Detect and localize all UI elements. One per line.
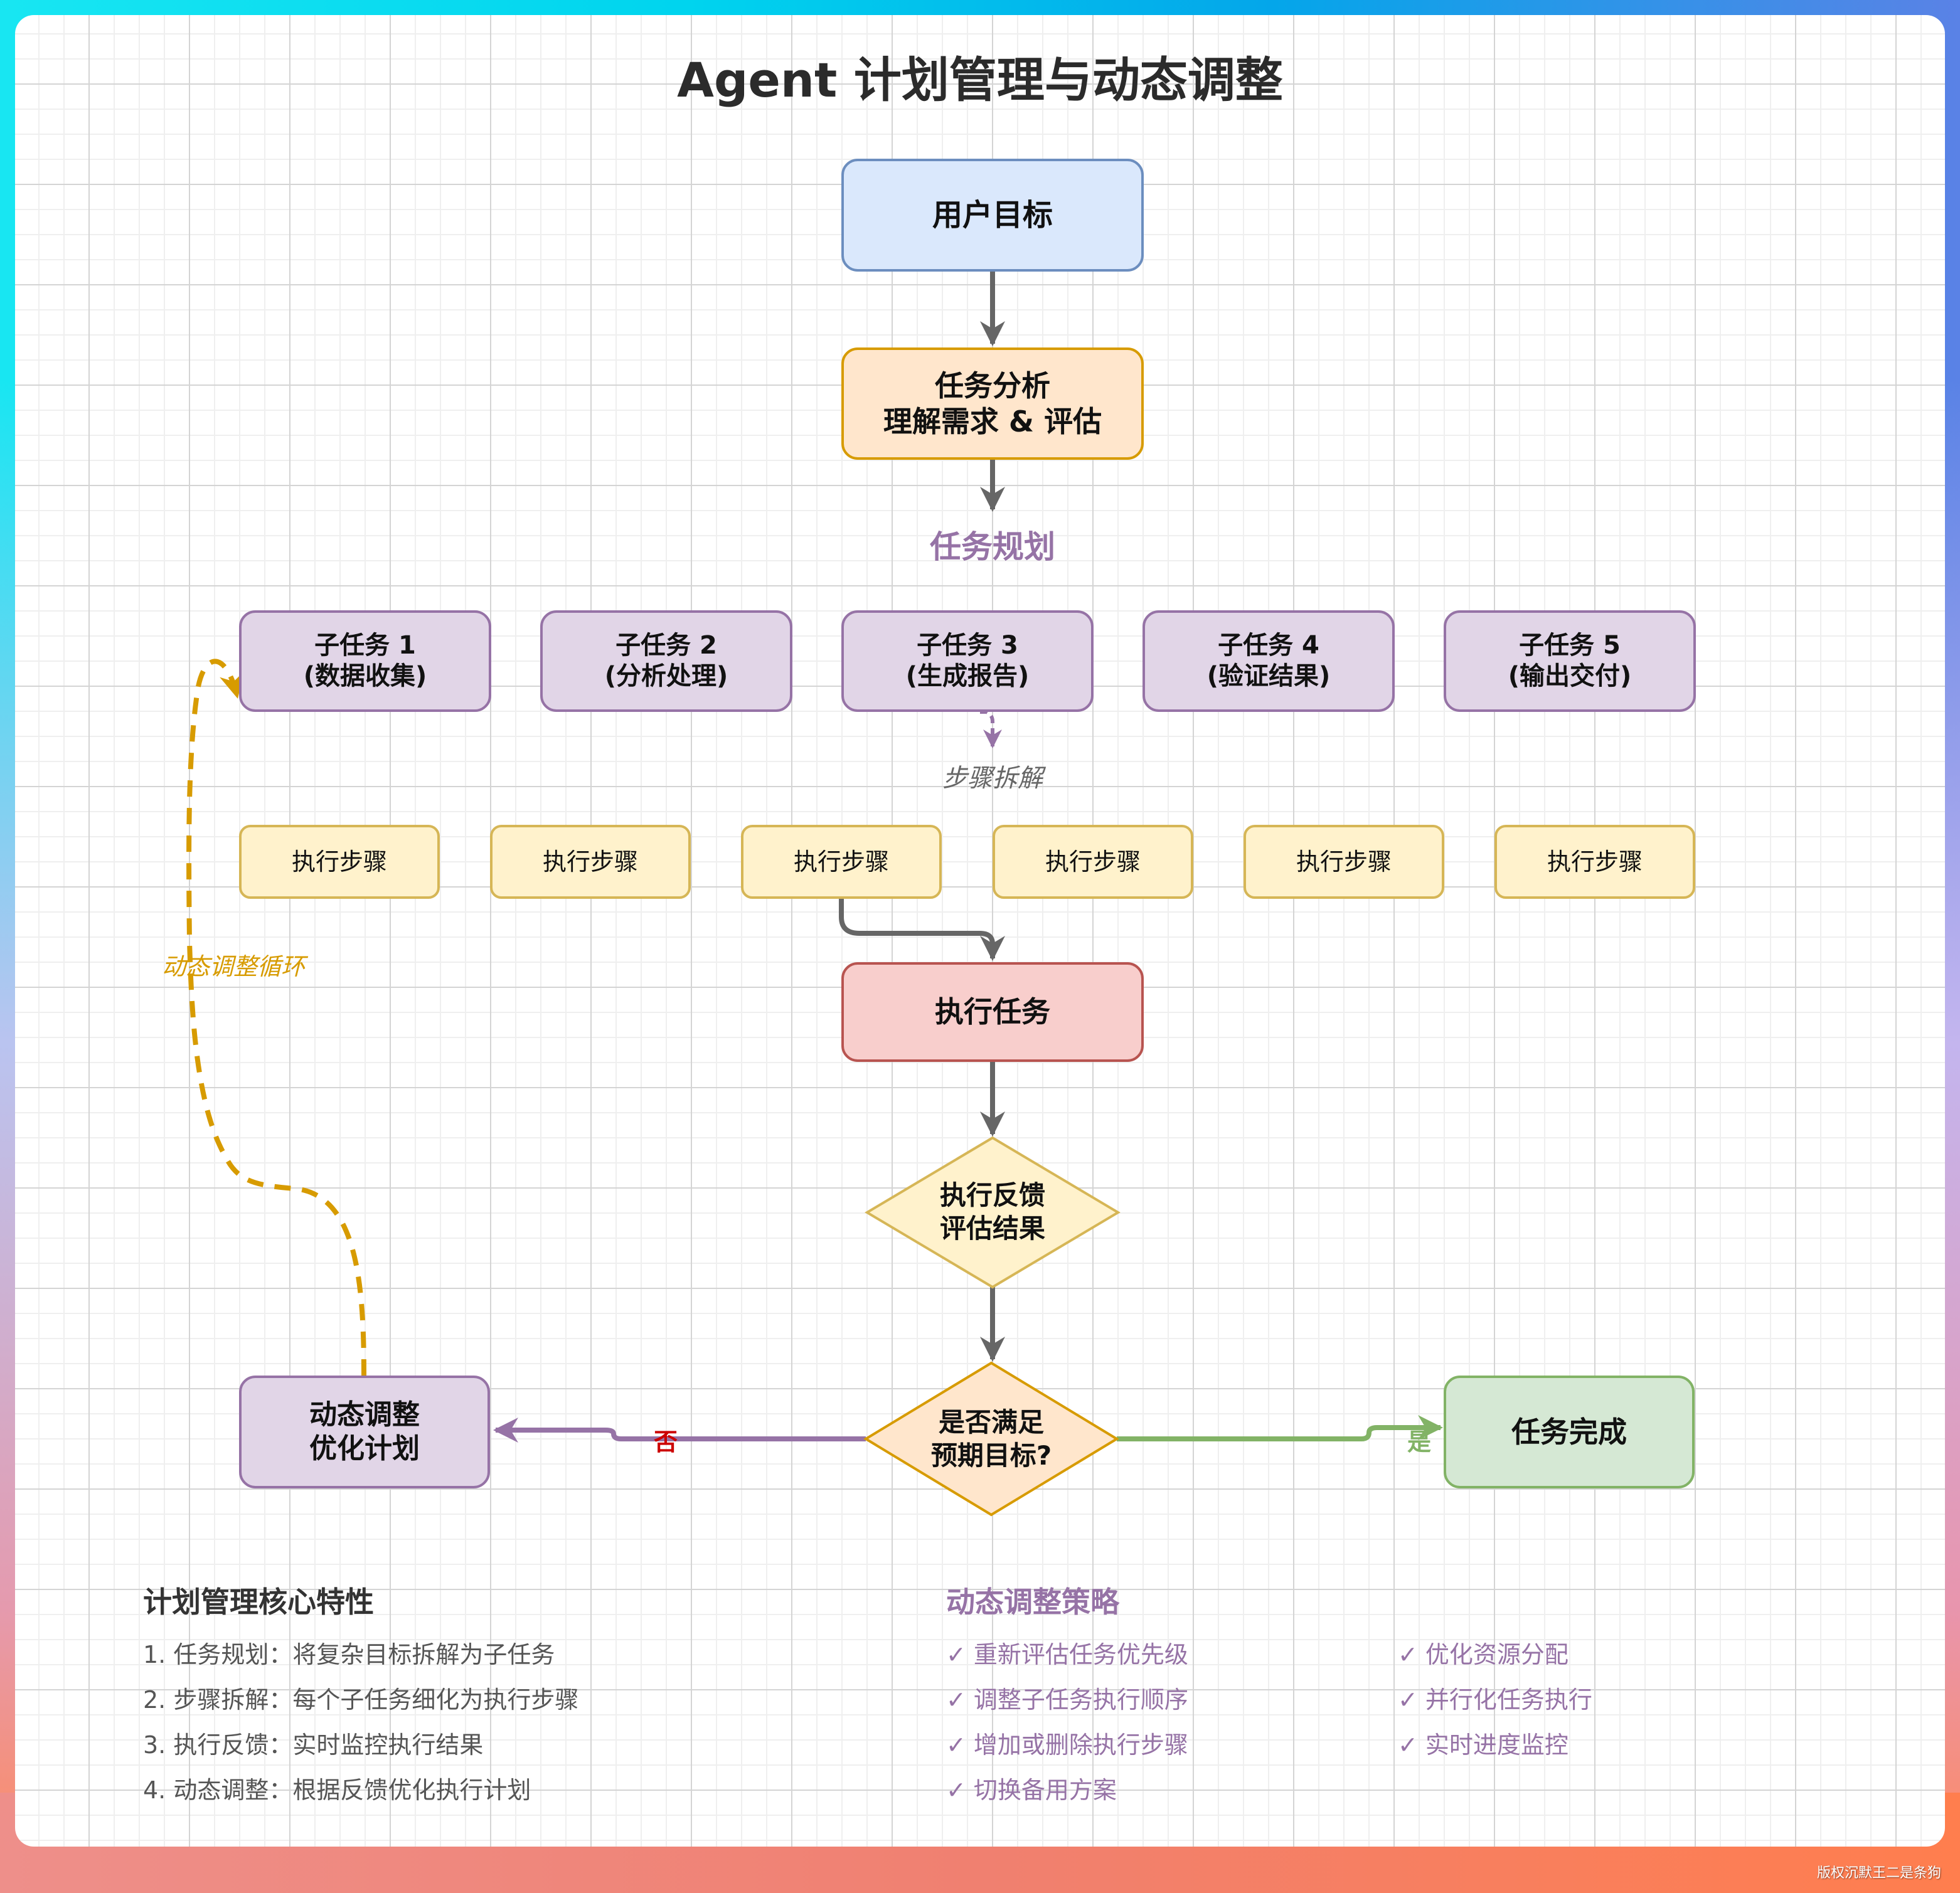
step-label: 执行步骤 bbox=[1547, 847, 1643, 876]
node-step-5[interactable]: 执行步骤 bbox=[1244, 825, 1444, 899]
node-task-analysis-label: 任务分析 理解需求 & 评估 bbox=[883, 369, 1102, 438]
node-subtask-5[interactable]: 子任务 5 (输出交付) bbox=[1444, 610, 1696, 712]
node-step-6[interactable]: 执行步骤 bbox=[1494, 825, 1695, 899]
step-label: 执行步骤 bbox=[1045, 847, 1141, 876]
strategy-item: ✓ 切换备用方案 bbox=[946, 1776, 1117, 1804]
strategy-item: ✓ 重新评估任务优先级 bbox=[946, 1641, 1188, 1668]
feature-item: 2. 步骤拆解：每个子任务细化为执行步骤 bbox=[143, 1686, 579, 1714]
feedback-diamond bbox=[865, 1136, 1121, 1289]
decision-diamond bbox=[863, 1361, 1119, 1517]
node-step-3[interactable]: 执行步骤 bbox=[741, 825, 942, 899]
subtask-label: 子任务 4 (验证结果) bbox=[1206, 631, 1331, 691]
step-label: 执行步骤 bbox=[1296, 847, 1392, 876]
step-label: 执行步骤 bbox=[542, 847, 638, 876]
node-task-done-label: 任务完成 bbox=[1511, 1414, 1627, 1449]
node-user-goal-label: 用户目标 bbox=[932, 197, 1053, 233]
step-decomposition-label: 步骤拆解 bbox=[942, 764, 1043, 793]
no-branch-label: 否 bbox=[654, 1428, 678, 1456]
decision-diamond-label: 是否满足 预期目标? bbox=[930, 1407, 1052, 1471]
node-subtask-2[interactable]: 子任务 2 (分析处理) bbox=[540, 610, 792, 712]
yes-branch-label: 是 bbox=[1407, 1428, 1432, 1456]
strategy-item: ✓ 增加或删除执行步骤 bbox=[946, 1731, 1188, 1759]
arrow-loop-dashed bbox=[186, 659, 366, 1376]
step-label: 执行步骤 bbox=[793, 847, 889, 876]
node-task-done[interactable]: 任务完成 bbox=[1444, 1376, 1695, 1488]
arrow-decision-no bbox=[493, 1418, 866, 1443]
node-user-goal[interactable]: 用户目标 bbox=[841, 159, 1144, 272]
node-execute-task-label: 执行任务 bbox=[935, 995, 1050, 1029]
strategy-item: ✓ 并行化任务执行 bbox=[1398, 1686, 1592, 1714]
node-dynamic-adjust-label: 动态调整 优化计划 bbox=[309, 1399, 420, 1465]
node-step-2[interactable]: 执行步骤 bbox=[490, 825, 691, 899]
page-title: Agent 计划管理与动态调整 bbox=[677, 52, 1283, 108]
loop-label: 动态调整循环 bbox=[162, 953, 306, 980]
feature-item: 1. 任务规划：将复杂目标拆解为子任务 bbox=[143, 1641, 555, 1668]
strategy-item: ✓ 优化资源分配 bbox=[1398, 1641, 1569, 1668]
arrow-decision-yes bbox=[1117, 1415, 1443, 1441]
node-subtask-1[interactable]: 子任务 1 (数据收集) bbox=[239, 610, 491, 712]
subtask-label: 子任务 1 (数据收集) bbox=[303, 631, 427, 691]
step-label: 执行步骤 bbox=[291, 847, 387, 876]
strategy-item: ✓ 调整子任务执行顺序 bbox=[946, 1686, 1188, 1714]
feature-item: 3. 执行反馈：实时监控执行结果 bbox=[143, 1731, 484, 1759]
grid-canvas bbox=[15, 15, 1945, 1847]
subtask-label: 子任务 5 (输出交付) bbox=[1508, 631, 1632, 691]
feedback-diamond-label: 执行反馈 评估结果 bbox=[939, 1180, 1045, 1244]
watermark: 版权沉默王二是条狗 bbox=[1816, 1865, 1941, 1881]
node-dynamic-adjust[interactable]: 动态调整 优化计划 bbox=[239, 1376, 490, 1488]
subtask-label: 子任务 3 (生成报告) bbox=[905, 631, 1030, 691]
subtask-label: 子任务 2 (分析处理) bbox=[604, 631, 728, 691]
features-title: 计划管理核心特性 bbox=[143, 1585, 374, 1619]
node-execute-task[interactable]: 执行任务 bbox=[841, 962, 1144, 1062]
node-subtask-3[interactable]: 子任务 3 (生成报告) bbox=[841, 610, 1094, 712]
arrow-step-to-execute bbox=[839, 899, 1005, 961]
task-planning-label: 任务规划 bbox=[930, 529, 1055, 565]
node-step-1[interactable]: 执行步骤 bbox=[239, 825, 440, 899]
node-subtask-4[interactable]: 子任务 4 (验证结果) bbox=[1142, 610, 1395, 712]
strategy-item: ✓ 实时进度监控 bbox=[1398, 1731, 1569, 1759]
node-step-4[interactable]: 执行步骤 bbox=[993, 825, 1193, 899]
arrow-subtask3-step-decomp bbox=[980, 710, 1002, 748]
strategies-title: 动态调整策略 bbox=[946, 1585, 1119, 1619]
feature-item: 4. 动态调整：根据反馈优化执行计划 bbox=[143, 1776, 531, 1804]
node-task-analysis[interactable]: 任务分析 理解需求 & 评估 bbox=[841, 347, 1144, 460]
